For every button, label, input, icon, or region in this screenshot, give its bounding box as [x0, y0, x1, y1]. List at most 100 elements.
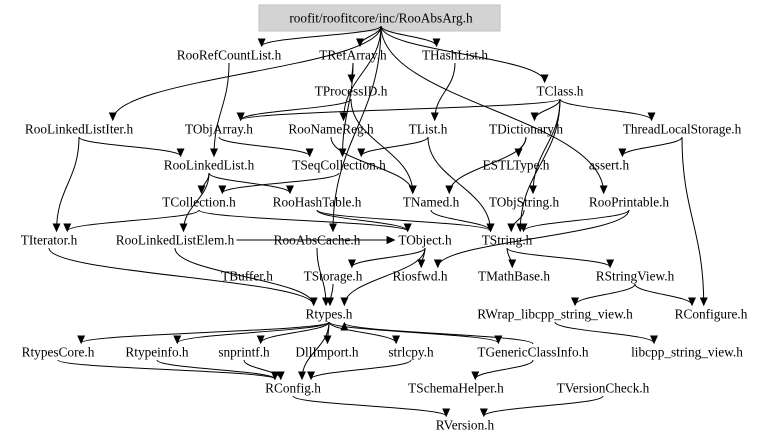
edge-line — [332, 25, 382, 232]
node-tnamed[interactable]: TNamed.h — [403, 195, 460, 210]
node-rtypescore[interactable]: RtypesCore.h — [22, 345, 95, 360]
edge-roorefcountlist-to-roolinkedlist — [210, 62, 230, 158]
node-tstring[interactable]: TString.h — [482, 233, 533, 248]
node-tobject[interactable]: TObject.h — [398, 233, 452, 248]
edge-tstring-to-rstringview — [506, 247, 615, 269]
node-strlcpy[interactable]: strlcpy.h — [388, 345, 434, 360]
edge-tclass-to-threadlocalstorage — [559, 98, 656, 122]
node-tobjarray[interactable]: TObjArray.h — [185, 122, 253, 137]
edge-tgenericclassinfo-to-rtypes — [340, 321, 534, 345]
node-roonamereg[interactable]: RooNameReg.h — [288, 122, 374, 137]
edge-snprintf-to-rconfig — [243, 359, 285, 381]
edge-tcollection-to-titerator — [63, 209, 200, 233]
node-tgenericclassinfo[interactable]: TGenericClassInfo.h — [477, 345, 588, 360]
edge-line — [330, 136, 414, 194]
node-riosfwd[interactable]: Riosfwd.h — [392, 269, 447, 284]
node-tmathbase[interactable]: TMathBase.h — [478, 269, 550, 284]
node-titerator[interactable]: TIterator.h — [21, 233, 78, 248]
node-rwrap[interactable]: RWrap_libcpp_string_view.h — [477, 307, 633, 322]
node-tobjstring[interactable]: TObjString.h — [489, 195, 560, 210]
node-roorefcountlist[interactable]: RooRefCountList.h — [177, 48, 282, 63]
edge-arrowhead — [276, 371, 285, 381]
edge-arrowhead — [486, 223, 495, 233]
node-tdictionary[interactable]: TDictionary.h — [489, 122, 563, 137]
edge-tnamed-to-tstring — [430, 209, 495, 233]
edge-line — [328, 321, 499, 344]
node-tschemahelper[interactable]: TSchemaHelper.h — [408, 381, 504, 396]
node-roolinkedlist[interactable]: RooLinkedList.h — [164, 158, 255, 173]
edge-line — [48, 247, 315, 306]
node-tlist[interactable]: TList.h — [409, 122, 448, 137]
node-libcpp[interactable]: libcpp_string_view.h — [631, 345, 743, 360]
node-tbuffer[interactable]: TBuffer.h — [221, 269, 273, 284]
node-roolinkedlistelem[interactable]: RooLinkedListElem.h — [116, 233, 235, 248]
node-tclass[interactable]: TClass.h — [537, 84, 584, 99]
node-thashlist[interactable]: THashList.h — [422, 48, 488, 63]
node-rooprintable[interactable]: RooPrintable.h — [589, 195, 669, 210]
edge-arrowhead — [606, 259, 615, 269]
edge-tseqcollection-to-tcollection — [218, 172, 340, 195]
edge-rooprintable-to-riosfwd — [433, 209, 630, 269]
edge-tobjstring-to-tstring — [507, 209, 525, 233]
edge-arrowhead — [173, 335, 182, 345]
edge-arrowhead — [340, 297, 349, 307]
node-estltype[interactable]: ESTLType.h — [483, 158, 550, 173]
node-dllimport[interactable]: DllImport.h — [295, 345, 359, 360]
edge-arrowhead — [236, 112, 245, 122]
edge-arrowhead — [445, 185, 454, 195]
node-tstorage[interactable]: TStorage.h — [304, 269, 363, 284]
node-assert[interactable]: assert.h — [589, 158, 630, 173]
edge-arrowhead — [347, 259, 356, 269]
edge-roohashtable-to-tobject — [316, 209, 412, 233]
edge-arrowhead — [403, 223, 412, 233]
edge-arrowhead — [571, 297, 579, 307]
edge-rwrap-to-libcpp — [554, 321, 658, 345]
node-rstringview[interactable]: RStringView.h — [596, 269, 675, 284]
node-tcollection[interactable]: TCollection.h — [162, 195, 236, 210]
edge-arrowhead — [329, 223, 337, 233]
edge-line — [218, 136, 311, 157]
node-rconfig[interactable]: RConfig.h — [265, 381, 321, 396]
edge-line — [198, 209, 409, 232]
edge-arrowhead — [286, 185, 294, 195]
node-tseqcollection[interactable]: TSeqCollection.h — [292, 158, 386, 173]
node-tversioncheck[interactable]: TVersionCheck.h — [557, 381, 650, 396]
edge-line — [522, 209, 630, 232]
node-snprintf[interactable]: snprintf.h — [218, 345, 270, 360]
node-rtypeinfo[interactable]: Rtypeinfo.h — [125, 345, 189, 360]
edge-tstring-to-tmathbase — [506, 247, 517, 269]
edge-line — [343, 25, 382, 121]
node-rtypes[interactable]: Rtypes.h — [306, 307, 353, 322]
edge-arrowhead — [63, 223, 72, 233]
node-root[interactable]: roofit/roofitcore/inc/RooAbsArg.h — [289, 11, 473, 26]
edge-arrowhead — [688, 297, 696, 307]
node-rconfigure[interactable]: RConfigure.h — [675, 307, 748, 322]
edge-arrowhead — [77, 335, 86, 345]
edge-arrowhead — [347, 74, 356, 84]
node-tprocessid[interactable]: TProcessID.h — [315, 84, 388, 99]
edge-tclass-to-tdictionary — [530, 98, 561, 122]
node-roohashtable[interactable]: RooHashTable.h — [273, 195, 362, 210]
edge-arrowhead — [507, 223, 516, 233]
edge-arrowhead — [179, 223, 188, 233]
edge-root-to-roorefcountlist — [257, 25, 382, 48]
edge-root-to-roonamereg — [339, 25, 382, 122]
edge-arrowhead — [197, 185, 206, 195]
edge-line — [213, 62, 230, 157]
node-rversion[interactable]: RVersion.h — [436, 418, 495, 433]
edge-arrowhead — [650, 335, 658, 345]
node-threadlocalstorage[interactable]: ThreadLocalStorage.h — [623, 122, 742, 137]
node-roolinkedlistiter[interactable]: RooLinkedListIter.h — [25, 122, 134, 137]
node-rooabscache[interactable]: RooAbsCache.h — [274, 233, 361, 248]
edge-line — [240, 98, 352, 121]
edge-arrowhead — [519, 223, 528, 233]
edge-line — [448, 136, 527, 194]
edge-arrowhead — [52, 223, 61, 233]
edge-line — [208, 172, 291, 194]
edge-arrowhead — [530, 112, 539, 122]
node-trefarray[interactable]: TRefArray.h — [319, 48, 387, 63]
edge-arrowhead — [256, 335, 265, 345]
edge-arrowhead — [305, 148, 314, 158]
edge-roohashtable-to-tstring — [316, 209, 495, 233]
